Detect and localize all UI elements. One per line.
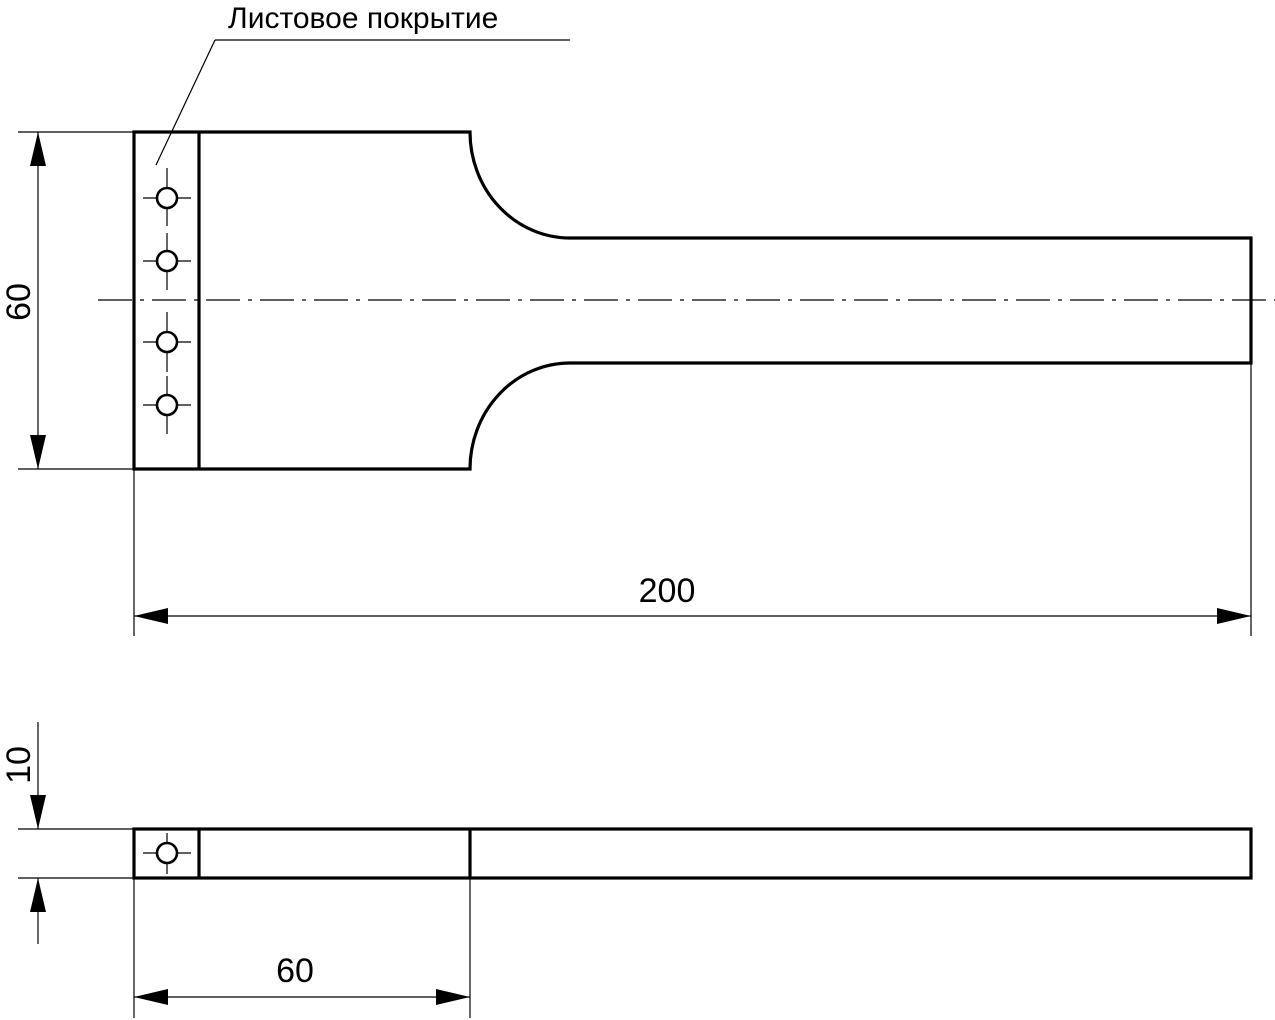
thickness-dimension xyxy=(18,722,134,944)
thickness-dimension-label: 10 xyxy=(0,746,38,784)
side-view-outline xyxy=(132,827,1253,880)
height-dimension-label: 60 xyxy=(0,283,38,321)
coating-note-label: Листовое покрытие xyxy=(228,2,498,35)
grip-length-dimension-label: 60 xyxy=(276,952,314,990)
rivet-hole xyxy=(143,376,191,434)
arrowhead xyxy=(1217,608,1251,624)
arrowhead xyxy=(436,989,470,1005)
arrowhead xyxy=(30,795,46,829)
rivet-hole xyxy=(143,312,191,372)
side-view: 10 60 xyxy=(0,722,1253,1018)
arrowhead xyxy=(134,608,168,624)
grip-length-dimension xyxy=(133,878,471,1018)
coating-leader xyxy=(155,39,570,166)
length-dimension-label: 200 xyxy=(639,572,696,610)
height-dimension xyxy=(18,131,134,470)
rivet-hole xyxy=(143,833,191,874)
top-view: Листовое покрытие 60 200 xyxy=(0,2,1275,636)
arrowhead xyxy=(30,435,46,469)
arrowhead xyxy=(30,132,46,166)
length-dimension xyxy=(133,363,1252,636)
rivet-hole xyxy=(143,233,191,290)
arrowhead xyxy=(134,989,168,1005)
rivet-hole xyxy=(143,168,191,226)
arrowhead xyxy=(30,878,46,912)
